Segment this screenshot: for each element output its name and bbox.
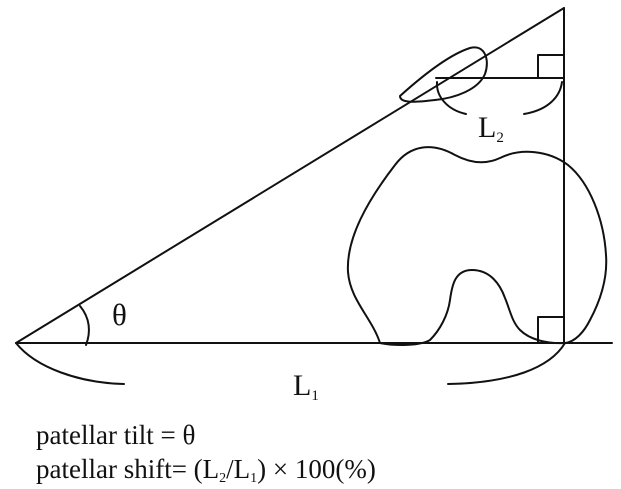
shift-suffix: ) × 100(%) bbox=[257, 454, 376, 484]
l1-label: L1 bbox=[293, 369, 319, 404]
l2-brace-left bbox=[435, 81, 467, 115]
theta-label: θ bbox=[112, 297, 127, 332]
l2-brace-right bbox=[523, 81, 563, 115]
patellar-tilt-line bbox=[15, 7, 565, 344]
right-angle-marker-bottom bbox=[537, 316, 565, 344]
patellar-diagram: θ L1 L2 bbox=[15, 7, 613, 404]
shift-mid: /L bbox=[226, 454, 251, 484]
l2-label-sub: 2 bbox=[496, 130, 504, 146]
l1-label-main: L bbox=[293, 369, 311, 402]
tilt-prefix: patellar tilt = bbox=[36, 420, 183, 450]
patella-outline bbox=[399, 46, 488, 103]
femur-condyle-outline bbox=[346, 146, 608, 346]
shift-sub-2: 2 bbox=[219, 471, 227, 486]
l2-label: L2 bbox=[478, 111, 504, 146]
patellar-shift-formula: patellar shift= (L2/L1) × 100(%) bbox=[36, 454, 376, 487]
shift-prefix: patellar shift= (L bbox=[36, 454, 220, 484]
patellar-tilt-formula: patellar tilt = θ bbox=[36, 420, 195, 451]
l1-label-sub: 1 bbox=[311, 388, 319, 404]
shift-sub-1: 1 bbox=[250, 471, 258, 486]
l1-brace-right bbox=[447, 342, 566, 385]
right-angle-marker-top bbox=[537, 54, 565, 79]
l2-label-main: L bbox=[478, 111, 496, 144]
tilt-symbol: θ bbox=[182, 420, 196, 450]
l1-brace-left bbox=[15, 342, 125, 385]
theta-angle-arc bbox=[79, 305, 90, 346]
